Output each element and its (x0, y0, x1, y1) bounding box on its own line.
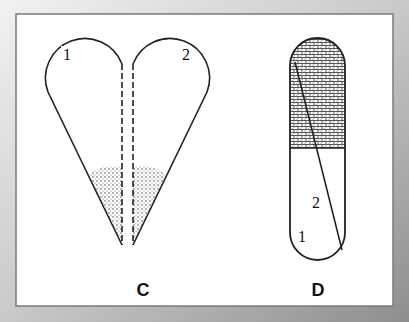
capsule (288, 38, 348, 260)
part-number: 2 (310, 194, 322, 212)
figure-label: D (312, 281, 325, 299)
teardrop-right (133, 38, 210, 245)
figure-label: C (137, 281, 150, 299)
part-number: 1 (296, 228, 308, 246)
panel (16, 14, 393, 306)
part-number: 2 (180, 46, 192, 64)
part-number: 1 (61, 46, 73, 64)
teardrop-left (45, 38, 122, 245)
